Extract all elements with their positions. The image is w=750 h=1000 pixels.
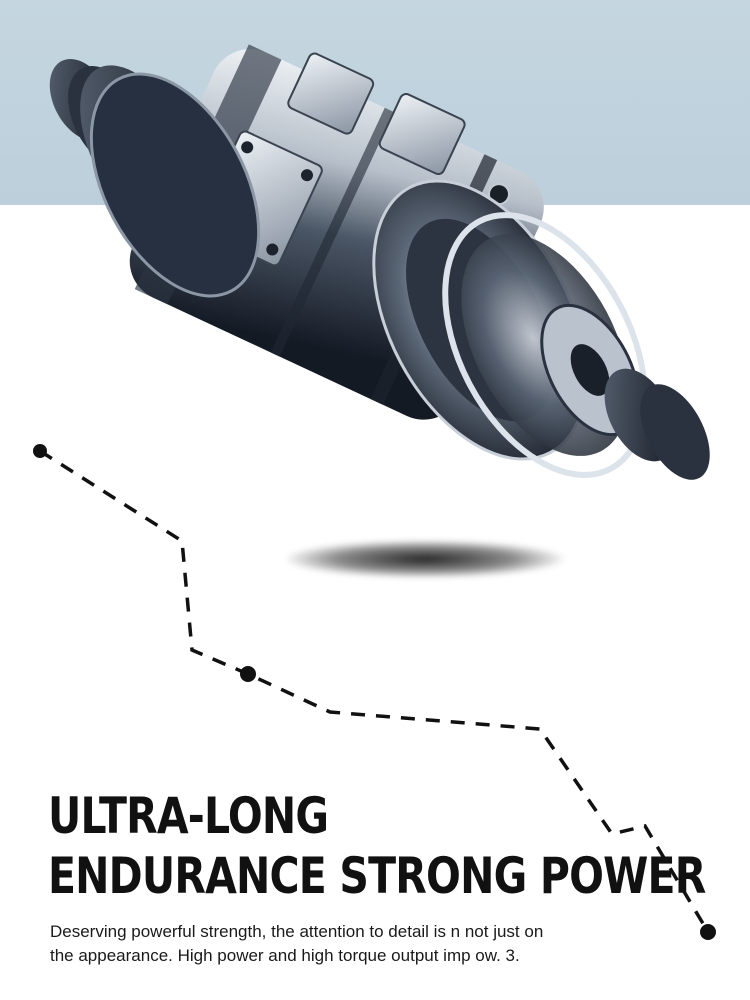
- description-text: Deserving powerful strength, the attenti…: [50, 922, 544, 965]
- route-dot: [33, 444, 47, 458]
- front-rotor-assembly: [372, 179, 710, 480]
- route-dot: [700, 924, 716, 940]
- headline-line-2: ENDURANCE STRONG POWER: [48, 847, 706, 905]
- electric-motor-illustration: [49, 44, 710, 480]
- route-dot: [240, 666, 256, 682]
- headline: ULTRA-LONG ENDURANCE STRONG POWER: [48, 786, 706, 906]
- motor-shadow: [285, 540, 565, 578]
- rear-end-cap: [89, 72, 261, 298]
- headline-line-1: ULTRA-LONG: [48, 787, 329, 845]
